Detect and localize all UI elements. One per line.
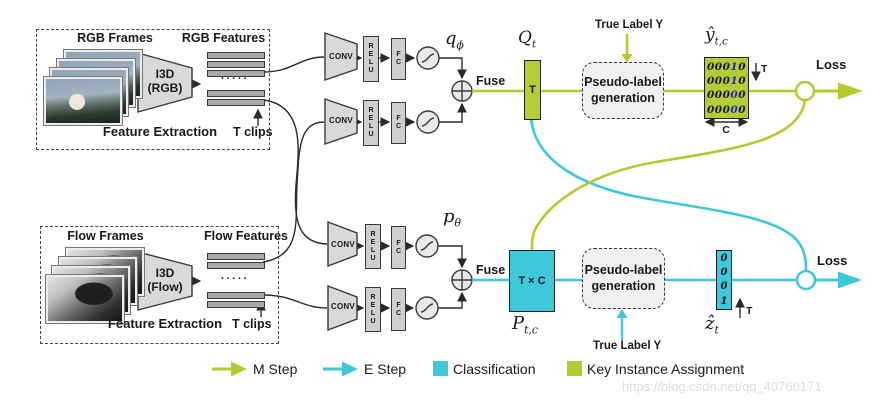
fc-block: FC bbox=[391, 102, 406, 144]
conv-trapezoid bbox=[324, 98, 358, 145]
p-theta-label: pθ bbox=[443, 206, 462, 230]
conv-trapezoid bbox=[324, 32, 358, 81]
true-label-bottom: True Label Y bbox=[593, 340, 662, 352]
zhat-label: ẑt bbox=[705, 313, 719, 337]
matrix-row: 00000 bbox=[706, 89, 747, 102]
feature-bar bbox=[207, 253, 265, 260]
matrix-c-axis-label: C bbox=[722, 124, 730, 136]
i3d-rgb-label: I3D (RGB) bbox=[147, 67, 183, 95]
fc-block: FC bbox=[391, 226, 406, 269]
relu-block: RELU bbox=[365, 224, 381, 269]
black-connectors bbox=[125, 53, 761, 318]
t-clips-label-flow: T clips bbox=[232, 317, 272, 331]
relu-block: RELU bbox=[365, 287, 381, 332]
fuse-label-q: Fuse bbox=[476, 74, 506, 88]
legend-key-instance-swatch bbox=[567, 361, 582, 376]
t-clips-label-rgb: T clips bbox=[233, 125, 273, 139]
feature-dots: ····· bbox=[220, 73, 250, 85]
flow-frame bbox=[45, 274, 125, 324]
rgb-frame-stack bbox=[43, 49, 143, 126]
feature-bar bbox=[207, 99, 265, 106]
matrix-row: 00010 bbox=[706, 75, 747, 88]
vector-value: 1 bbox=[720, 295, 728, 307]
rgb-extraction-box bbox=[36, 29, 270, 150]
true-label-top: True Label Y bbox=[595, 19, 664, 31]
legend-classification-label: Classification bbox=[453, 361, 536, 377]
legend-classification-swatch bbox=[433, 361, 448, 376]
legend-arrow-glyphs bbox=[212, 361, 358, 377]
relu-block: RELU bbox=[363, 100, 379, 146]
relu-block: RELU bbox=[363, 36, 379, 82]
vector-t-axis-label: T bbox=[746, 305, 753, 317]
pseudo-label-generation-top: Pseudo-label generation bbox=[582, 62, 664, 119]
legend-key-instance-label: Key Instance Assignment bbox=[587, 361, 745, 377]
rgb-features-label: RGB Features bbox=[181, 31, 266, 45]
loss-label-bottom: Loss bbox=[817, 253, 848, 268]
matrix-t-axis-label: T bbox=[761, 63, 768, 75]
fc-block: FC bbox=[391, 288, 406, 331]
rgb-frames-label: RGB Frames bbox=[77, 31, 153, 45]
watermark-text: https://blog.csdn.net/qq_40760171 bbox=[622, 379, 822, 394]
conv-trapezoid bbox=[327, 220, 358, 268]
i3d-conv-trapezoids bbox=[137, 32, 358, 332]
fc-block: FC bbox=[391, 38, 406, 80]
matrix-row: 00000 bbox=[706, 103, 747, 116]
ptc-label: Pt,c bbox=[512, 313, 538, 337]
conv-label: CONV bbox=[331, 240, 355, 249]
conv-label: CONV bbox=[331, 302, 355, 311]
feature-bar bbox=[207, 90, 265, 97]
flow-frames-label: Flow Frames bbox=[67, 229, 144, 243]
feature-extraction-label-flow: Feature Extraction bbox=[107, 316, 223, 331]
yhat-label: ŷt,c bbox=[705, 25, 728, 48]
true-label-arrowhead-top bbox=[621, 54, 633, 63]
loss-label-top: Loss bbox=[816, 57, 847, 72]
legend-e-step-label: E Step bbox=[364, 361, 407, 377]
loss-nodes bbox=[794, 80, 863, 291]
feature-bar bbox=[207, 70, 265, 77]
flow-features-label: Flow Features bbox=[203, 229, 289, 243]
feature-bar bbox=[207, 262, 265, 269]
vector-value: 0 bbox=[720, 267, 728, 279]
feature-bar bbox=[207, 292, 265, 299]
qt-label: Qt bbox=[518, 28, 537, 51]
flow-frame-stack bbox=[45, 247, 145, 324]
conv-trapezoid bbox=[327, 284, 358, 332]
classification-score-box: T × C bbox=[509, 250, 555, 312]
true-label-arrowhead-bottom bbox=[616, 309, 628, 318]
pseudo-label-generation-bottom: Pseudo-label generation bbox=[582, 248, 665, 309]
i3d-flow-label: I3D (Flow) bbox=[147, 266, 183, 294]
vector-value: 0 bbox=[720, 281, 728, 293]
feature-extraction-label-rgb: Feature Extraction bbox=[102, 124, 218, 139]
pseudo-label-matrix: 00010 00010 00000 00000 bbox=[704, 57, 749, 119]
q-phi-label: qϕ bbox=[445, 28, 464, 52]
qt-attention-bar: T bbox=[524, 60, 541, 120]
feature-bar bbox=[207, 61, 265, 68]
fuse-label-p: Fuse bbox=[476, 263, 506, 277]
feature-bar bbox=[207, 301, 265, 308]
flow-extraction-box bbox=[40, 226, 279, 344]
vector-value: 0 bbox=[720, 253, 728, 264]
feature-bar bbox=[207, 52, 265, 59]
pseudo-label-vector: 0 0 0 1 bbox=[716, 250, 732, 310]
conv-label: CONV bbox=[329, 116, 353, 125]
rgb-frame bbox=[43, 76, 123, 126]
matrix-row: 00010 bbox=[706, 61, 747, 73]
legend-m-step-label: M Step bbox=[253, 361, 298, 377]
conv-label: CONV bbox=[329, 52, 353, 61]
feature-dots: ····· bbox=[220, 273, 250, 285]
sigmoid-icons bbox=[415, 46, 440, 320]
